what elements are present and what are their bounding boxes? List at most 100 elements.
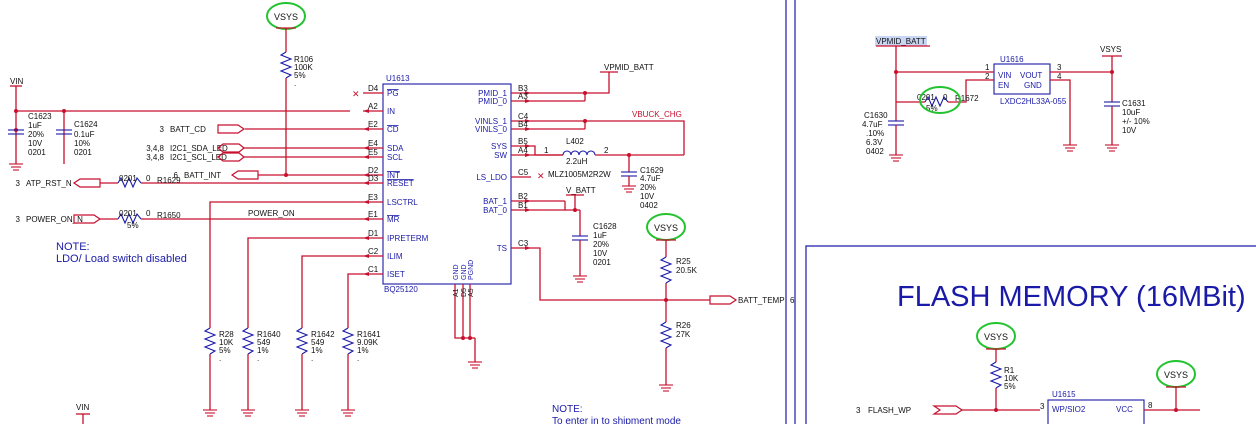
pin-name-gnd: GND [453, 264, 460, 280]
pin-name-iset: ISET [387, 270, 405, 279]
r1642-text: . [311, 354, 313, 363]
c1623: C1623 1uF 20% 10V 0201 [8, 112, 52, 157]
vsys-right-label: VSYS [1100, 45, 1121, 54]
batt-int-label: BATT_INT [184, 171, 221, 180]
svg-text:4.7uF: 4.7uF [862, 120, 883, 129]
vsys-label-3: VSYS [984, 332, 1008, 342]
svg-text:3: 3 [856, 406, 861, 415]
svg-text:0201: 0201 [593, 258, 611, 267]
svg-text:0201: 0201 [119, 174, 137, 183]
svg-text:20.5K: 20.5K [676, 266, 698, 275]
note2-title: NOTE: [552, 404, 583, 415]
svg-text:EN: EN [998, 81, 1009, 90]
svg-text:C1623: C1623 [28, 112, 52, 121]
r1641-text: 9.09K [357, 338, 379, 347]
svg-text:0402: 0402 [866, 147, 884, 156]
svg-text:0402: 0402 [640, 201, 658, 210]
svg-text:✕: ✕ [537, 171, 545, 181]
r106-resistor [279, 51, 293, 79]
pin-num-B4: B4 [518, 120, 528, 129]
v-batt-label: V_BATT [566, 186, 596, 195]
pin-name-pgnd: PGND [468, 260, 475, 280]
svg-text:1: 1 [544, 146, 549, 155]
power-on-net-label: POWER_ON [248, 209, 295, 218]
pin-num-D5: D5 [461, 288, 468, 297]
svg-text:1uF: 1uF [593, 231, 607, 240]
r1641-text: 1% [357, 346, 369, 355]
pin-name-sw: SW [494, 151, 507, 160]
vin-net: VIN [10, 77, 350, 164]
svg-text:3: 3 [1057, 63, 1062, 72]
scl-num: 3,4,8 [146, 153, 164, 162]
svg-text:R1650: R1650 [157, 211, 181, 220]
vpmid-batt-right-label: VPMID_BATT [876, 37, 926, 46]
svg-text:100K: 100K [294, 63, 313, 72]
svg-text:VOUT: VOUT [1020, 71, 1042, 80]
batt-temp-label: BATT_TEMP [738, 296, 785, 305]
sda-num: 3,4,8 [146, 144, 164, 153]
svg-text:C1631: C1631 [1122, 99, 1146, 108]
flash-title: FLASH MEMORY (16MBit) [897, 281, 1246, 313]
batt-cd-port [217, 124, 246, 134]
flash-wp-port [932, 405, 964, 415]
r1640-text: . [257, 354, 259, 363]
note1-title: NOTE: [56, 241, 90, 253]
svg-text:20%: 20% [28, 130, 44, 139]
power-on-label: POWER_ON_N [26, 215, 83, 224]
pin-num-D2: D2 [368, 166, 379, 175]
svg-text:6.3V: 6.3V [866, 138, 883, 147]
svg-text:4: 4 [1057, 72, 1062, 81]
pin-name-sda: SDA [387, 144, 404, 153]
atp-rst-label: ATP_RST_N [26, 179, 72, 188]
svg-text:U1616: U1616 [1000, 55, 1024, 64]
pin-name-pmid_1: PMID_1 [478, 89, 507, 98]
r1641-text: . [357, 354, 359, 363]
svg-text:0201: 0201 [119, 209, 137, 218]
vsys-label: VSYS [274, 12, 298, 22]
svg-text:5%: 5% [926, 104, 938, 113]
r28-text: 5% [219, 346, 231, 355]
u1616-body [993, 63, 1051, 95]
vbuck-chg-label: VBUCK_CHG [632, 110, 682, 119]
svg-text:0: 0 [146, 209, 151, 218]
svg-text:MLZ1005M2R2W: MLZ1005M2R2W [548, 170, 611, 179]
pin-name-in: IN [387, 107, 395, 116]
pin-num-D3: D3 [368, 174, 379, 183]
svg-text:0201: 0201 [74, 148, 92, 157]
svg-text:R26: R26 [676, 321, 691, 330]
pin-num-C1: C1 [368, 265, 379, 274]
u1613-ref: U1613 [386, 74, 410, 83]
r1642-resistor [295, 327, 309, 355]
sda-label: I2C1_SDA_LED [170, 144, 228, 153]
c1624: C1624 0.1uF 10% 0201 [56, 120, 98, 157]
atp-rst-port [72, 178, 101, 188]
r1640-resistor [241, 327, 255, 355]
pin-num-E1: E1 [368, 210, 378, 219]
svg-text:5%: 5% [294, 71, 306, 80]
pin-name-int: INT [387, 171, 400, 180]
svg-text:✕: ✕ [352, 89, 360, 99]
batt-int-port [230, 170, 259, 180]
svg-text:.10%: .10% [866, 129, 884, 138]
pin-num-A5: A5 [468, 288, 475, 297]
l402-inductor [562, 150, 596, 156]
svg-text:R106: R106 [294, 55, 314, 64]
svg-text:2: 2 [604, 146, 609, 155]
pin-num-B2: B2 [518, 192, 528, 201]
pin-name-mr: MR [387, 215, 400, 224]
r28-text: 10K [219, 338, 234, 347]
svg-text:10V: 10V [28, 139, 43, 148]
vpmid-batt-label: VPMID_BATT [604, 63, 654, 72]
pin-name-pmid_0: PMID_0 [478, 97, 507, 106]
pin-num-A1: A1 [453, 288, 460, 297]
svg-text:10K: 10K [1004, 374, 1019, 383]
pin-num-B5: B5 [518, 137, 528, 146]
svg-text:20%: 20% [593, 240, 609, 249]
svg-text:VCC: VCC [1116, 405, 1133, 414]
note1-body: LDO/ Load switch disabled [56, 253, 187, 265]
svg-text:5%: 5% [127, 221, 139, 230]
batt-int-num: 6 [174, 171, 179, 180]
